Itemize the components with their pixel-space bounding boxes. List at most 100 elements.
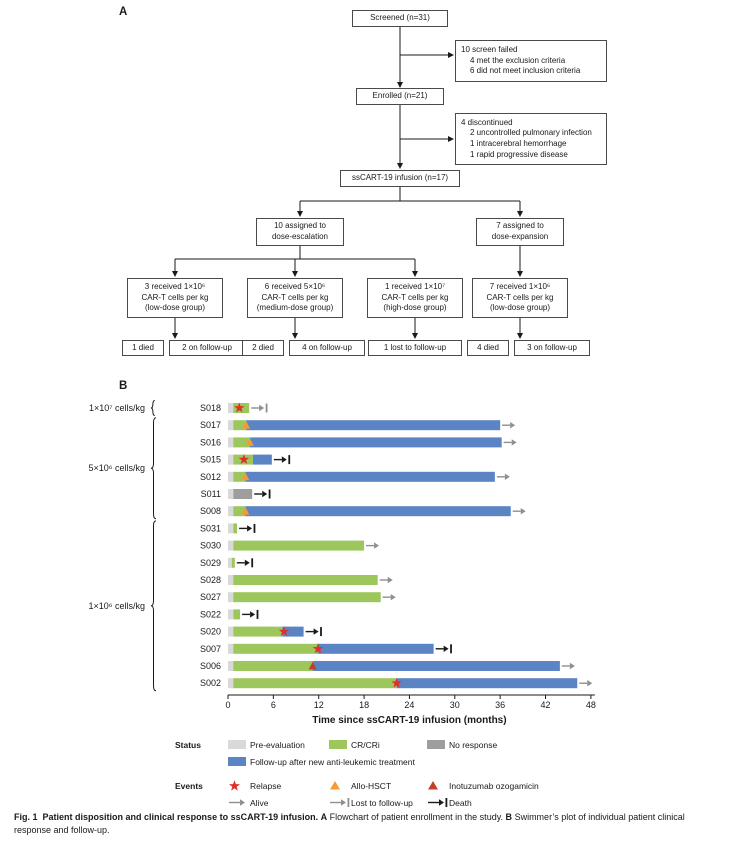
x-tick-label: 0 — [225, 700, 230, 710]
patient-id-label: S031 — [200, 523, 221, 533]
patient-id-label: S022 — [200, 609, 221, 619]
flow-box-low-dose-escalation: 3 received 1×10⁶ CAR-T cells per kg (low… — [127, 278, 223, 318]
bar-segment-pre — [228, 403, 234, 413]
relapse-star-icon — [228, 779, 250, 792]
bar-segment-pre — [228, 609, 234, 620]
bar-segment-pre — [228, 678, 234, 689]
bar-segment-fu — [245, 506, 511, 517]
patient-id-label: S016 — [200, 437, 221, 447]
group-label: 1×10⁷ cells/kg — [89, 403, 145, 413]
swimmer-row-S020: S020 — [200, 626, 322, 637]
patient-id-label: S018 — [200, 403, 221, 413]
legend-item-cr-cri: CR/CRi — [329, 740, 427, 750]
swimmer-row-S011: S011 — [201, 489, 271, 499]
bar-segment-cr — [233, 626, 283, 637]
group-label: 1×10⁶ cells/kg — [89, 601, 146, 611]
flow-box-dose-escalation: 10 assigned to dose-escalation — [256, 218, 344, 246]
patient-id-label: S011 — [201, 489, 221, 499]
swimmer-row-S029: S029 — [200, 557, 254, 568]
bar-segment-cr — [233, 661, 313, 671]
swimmer-row-S006: S006 — [200, 661, 575, 671]
legend-item-followup-treatment: Follow-up after new anti-leukemic treatm… — [228, 757, 415, 767]
legend-item-allo-hsct: Allo-HSCT — [329, 780, 427, 791]
caption-b-label: B — [505, 812, 513, 822]
bar-segment-pre — [228, 661, 234, 671]
caption-fig-number: Fig. 1 — [14, 812, 38, 822]
legend-events-header: Events — [175, 780, 203, 791]
allo-triangle-icon — [241, 472, 250, 481]
patient-id-label: S020 — [200, 627, 221, 637]
legend-item-inotuzumab: Inotuzumab ozogamicin — [427, 780, 539, 791]
bar-segment-cr — [233, 471, 246, 482]
caption-b-text: Swimmer’s plot of individual patient cli… — [14, 812, 685, 835]
flow-box-out-4died: 4 died — [467, 340, 509, 356]
followup-swatch — [228, 757, 250, 766]
bar-segment-pre — [228, 643, 234, 654]
patient-id-label: S028 — [200, 575, 221, 585]
swimmer-row-S007: S007 — [200, 643, 452, 654]
bar-segment-cr — [233, 420, 247, 431]
group-label: 5×10⁶ cells/kg — [89, 463, 146, 473]
death-arrow-icon — [427, 797, 449, 808]
swimmer-row-S031: S031 — [200, 523, 256, 534]
bar-segment-cr — [233, 678, 397, 689]
flow-box-discontinued: 4 discontinued 2 uncontrolled pulmonary … — [455, 113, 607, 165]
flow-box-screened: Screened (n=31) — [352, 10, 448, 27]
swimmer-row-S002: S002 — [200, 677, 593, 689]
bar-segment-pre — [228, 626, 234, 637]
group-brace — [150, 400, 155, 416]
panel-a-label: A — [119, 6, 128, 18]
flow-box-out-2died: 2 died — [242, 340, 284, 356]
flowchart-connectors — [172, 27, 523, 339]
cr-cri-swatch — [329, 740, 351, 749]
alive-arrow-icon — [228, 797, 250, 808]
patient-id-label: S030 — [200, 541, 221, 551]
flow-box-out-3followup: 3 on follow-up — [514, 340, 590, 356]
bar-segment-cr — [233, 575, 378, 585]
legend: Status Pre-evaluation CR/CRi No response… — [175, 737, 539, 812]
patient-id-label: S027 — [200, 592, 221, 602]
flow-box-out-lost: 1 lost to follow-up — [368, 340, 462, 356]
panel-b-label: B — [119, 380, 128, 392]
x-tick-label: 48 — [586, 700, 596, 710]
bar-segment-fu — [252, 454, 272, 465]
x-tick-label: 6 — [271, 700, 276, 710]
bar-segment-pre — [228, 557, 232, 568]
bar-segment-pre — [228, 420, 234, 431]
inotuzumab-triangle-icon — [427, 780, 449, 791]
patient-id-label: S006 — [200, 661, 221, 671]
legend-item-relapse: Relapse — [228, 779, 329, 792]
relapse-star-icon — [238, 454, 250, 464]
x-tick-label: 12 — [314, 700, 324, 710]
bar-segment-fu — [317, 643, 434, 654]
bar-segment-cr — [233, 643, 318, 654]
x-tick-label: 24 — [404, 700, 414, 710]
x-tick-label: 18 — [359, 700, 369, 710]
patient-id-label: S002 — [200, 678, 221, 688]
bar-segment-fu — [312, 661, 560, 671]
lost-followup-arrow-icon — [329, 797, 351, 808]
caption-a-label: A — [320, 812, 328, 822]
bar-segment-cr — [233, 523, 238, 534]
bar-segment-fu — [245, 471, 495, 482]
patient-id-label: S015 — [200, 455, 221, 465]
legend-status-row-2: Follow-up after new anti-leukemic treatm… — [175, 754, 539, 769]
no-response-swatch — [427, 740, 449, 749]
legend-item-lost-to-followup: Lost to follow-up — [329, 797, 427, 808]
patient-id-label: S017 — [200, 420, 221, 430]
bar-segment-cr — [233, 592, 381, 603]
legend-item-pre-evaluation: Pre-evaluation — [228, 740, 329, 750]
bar-segment-cr — [231, 557, 235, 568]
relapse-star-icon — [234, 402, 245, 413]
swimmer-row-S016: S016 — [200, 437, 517, 448]
legend-events-row-1: Events Relapse Allo-HSCT Inotuzumab ozog… — [175, 778, 539, 793]
bar-segment-pre — [228, 592, 234, 603]
flow-box-out-4followup: 4 on follow-up — [289, 340, 365, 356]
bar-segment-cr — [233, 540, 365, 551]
flow-box-out-1died: 1 died — [122, 340, 164, 356]
bar-segment-fu — [396, 678, 578, 689]
flow-box-out-2followup: 2 on follow-up — [169, 340, 245, 356]
legend-status-row-1: Status Pre-evaluation CR/CRi No response — [175, 737, 539, 752]
